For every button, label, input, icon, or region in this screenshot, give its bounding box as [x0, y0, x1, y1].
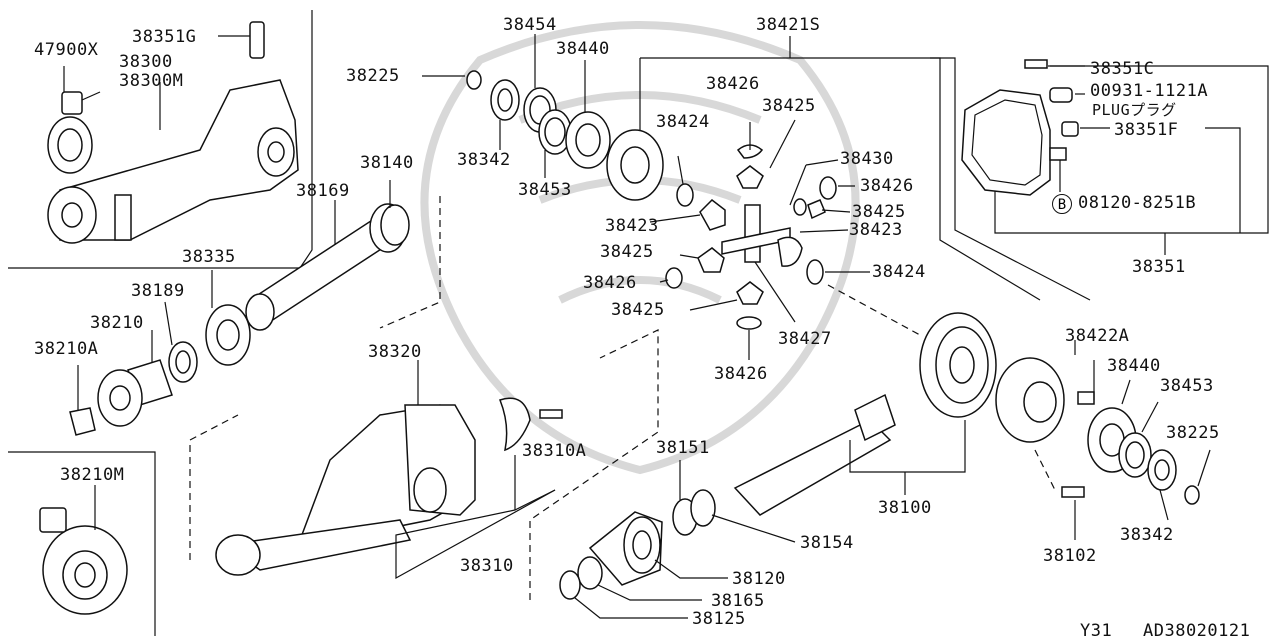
diff-case: [606, 36, 1091, 301]
label-38189: 38189: [131, 281, 185, 301]
bolt-badge-b: B: [1052, 194, 1072, 214]
label-38425-c: 38425: [600, 242, 654, 262]
label-38225-top: 38225: [346, 66, 400, 86]
label-38425-a: 38425: [762, 96, 816, 116]
pinion-gears: [649, 119, 921, 360]
label-38351C: 38351C: [1090, 59, 1155, 79]
label-38151: 38151: [656, 438, 710, 458]
label-38125: 38125: [692, 609, 746, 629]
label-47900X: 47900X: [34, 40, 99, 60]
label-38210M: 38210M: [60, 465, 125, 485]
label-38320: 38320: [368, 342, 422, 362]
label-38424-b: 38424: [872, 262, 926, 282]
label-38335: 38335: [182, 247, 236, 267]
drive-pinion: [559, 460, 796, 619]
label-38425-d: 38425: [611, 300, 665, 320]
label-38300M: 38300M: [119, 71, 184, 91]
shaft-assembly-38140-38169: [245, 180, 441, 331]
bearing-38440: [565, 60, 611, 169]
label-38453-bottom: 38453: [1160, 376, 1214, 396]
sensor-47900x: [47, 66, 101, 174]
label-38210: 38210: [90, 313, 144, 333]
pinion-shaft-38100: [733, 393, 966, 516]
ring-gear: [919, 312, 997, 418]
label-38440-bottom: 38440: [1107, 356, 1161, 376]
label-38342-bottom: 38342: [1120, 525, 1174, 545]
label-38422A: 38422A: [1065, 326, 1130, 346]
side-bearing-38335: [69, 270, 251, 436]
label-38102: 38102: [1043, 546, 1097, 566]
label-38154: 38154: [800, 533, 854, 553]
label-38423-a: 38423: [605, 216, 659, 236]
label-38426-b: 38426: [860, 176, 914, 196]
rear-cover-38320: [189, 329, 659, 600]
label-38424-a: 38424: [656, 112, 710, 132]
clip-38310a: [395, 397, 563, 580]
label-38300: 38300: [119, 52, 173, 72]
label-00931-1121A: 00931-1121A: [1090, 81, 1209, 101]
sensor-38210m: [39, 485, 128, 615]
oil-seal-38342: [490, 79, 520, 150]
right-bearing-stack: [1087, 379, 1211, 521]
label-38351G: 38351G: [132, 27, 197, 47]
carrier-38300: [47, 79, 299, 244]
label-38120: 38120: [732, 569, 786, 589]
label-38426-d: 38426: [714, 364, 768, 384]
label-38165: 38165: [711, 591, 765, 611]
label-38100: 38100: [878, 498, 932, 518]
label-38454: 38454: [503, 15, 557, 35]
footer-code-y31: Y31: [1080, 621, 1113, 641]
label-38310: 38310: [460, 556, 514, 576]
label-38225-bottom: 38225: [1166, 423, 1220, 443]
label-38310A: 38310A: [522, 441, 587, 461]
diff-cover-38351: [961, 59, 1241, 255]
label-plug: PLUGプラグ: [1092, 101, 1177, 119]
label-38342-top: 38342: [457, 150, 511, 170]
box-lower-left-frame: [8, 451, 156, 636]
label-38210A: 38210A: [34, 339, 99, 359]
label-38427: 38427: [778, 329, 832, 349]
cover-bracket: [994, 65, 1269, 234]
breather-38351g: [218, 21, 265, 59]
label-38425-b: 38425: [852, 202, 906, 222]
snap-ring-38225: [422, 70, 482, 90]
label-38453-top: 38453: [518, 180, 572, 200]
label-38421S: 38421S: [756, 15, 821, 35]
label-38430: 38430: [840, 149, 894, 169]
shims-38454-38453: [523, 34, 572, 178]
label-38169: 38169: [296, 181, 350, 201]
label-38426-c: 38426: [583, 273, 637, 293]
label-38423-b: 38423: [849, 220, 903, 240]
label-38351: 38351: [1132, 257, 1186, 277]
label-38140: 38140: [360, 153, 414, 173]
label-08120-8251B: 08120-8251B: [1078, 193, 1197, 213]
label-38440-top: 38440: [556, 39, 610, 59]
diff-case-right: [995, 340, 1095, 540]
label-38426-a: 38426: [706, 74, 760, 94]
box-upper-left-frame: [8, 10, 313, 269]
footer-diagram-id: AD38020121: [1143, 621, 1251, 641]
label-38351F: 38351F: [1114, 120, 1179, 140]
